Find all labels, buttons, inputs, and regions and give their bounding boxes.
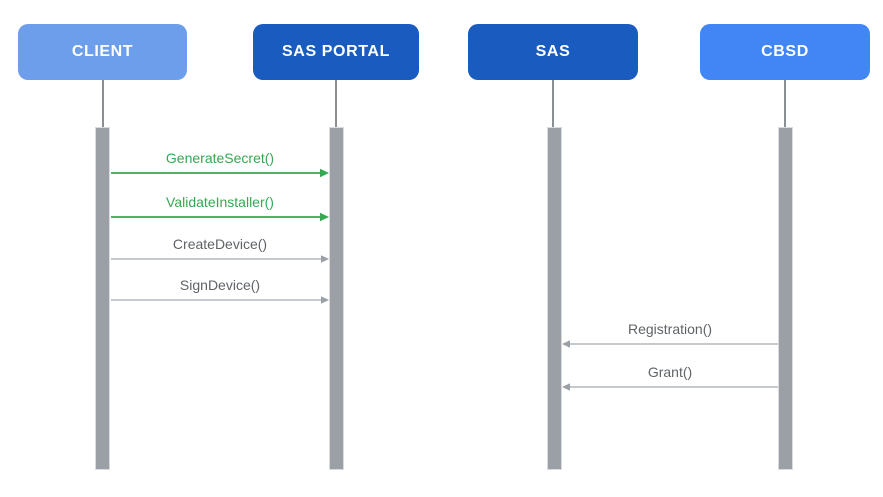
actor-label-client: CLIENT [71, 43, 134, 60]
actor-box-sas: SAS [468, 24, 638, 80]
activation-bar-cbsd [778, 127, 793, 470]
arrowhead-validate-installer [320, 212, 329, 222]
arrowhead-create-device [321, 255, 329, 263]
actor-label-sas-portal: SAS PORTAL [282, 43, 390, 60]
activation-bar-client [95, 127, 110, 470]
arrowhead-grant [562, 383, 570, 391]
message-label-sign-device: SignDevice() [179, 277, 261, 293]
lifeline-client [102, 80, 104, 127]
arrowhead-generate-secret [320, 168, 329, 178]
activation-bar-sas-portal [329, 127, 344, 470]
actor-box-cbsd: CBSD [700, 24, 870, 80]
lifeline-cbsd [784, 80, 786, 127]
message-label-generate-secret: GenerateSecret() [165, 150, 275, 166]
activation-bar-sas [547, 127, 562, 470]
message-label-registration: Registration() [627, 321, 713, 337]
actor-label-sas: SAS [535, 43, 571, 60]
actor-box-sas-portal: SAS PORTAL [253, 24, 419, 80]
message-label-grant: Grant() [647, 364, 693, 380]
actor-box-client: CLIENT [18, 24, 187, 80]
actor-label-cbsd: CBSD [761, 43, 809, 60]
arrowhead-sign-device [321, 296, 329, 304]
lifeline-sas [552, 80, 554, 127]
message-label-validate-installer: ValidateInstaller() [166, 194, 274, 210]
arrowhead-registration [562, 340, 570, 348]
message-label-create-device: CreateDevice() [172, 236, 268, 252]
lifeline-sas-portal [335, 80, 337, 127]
